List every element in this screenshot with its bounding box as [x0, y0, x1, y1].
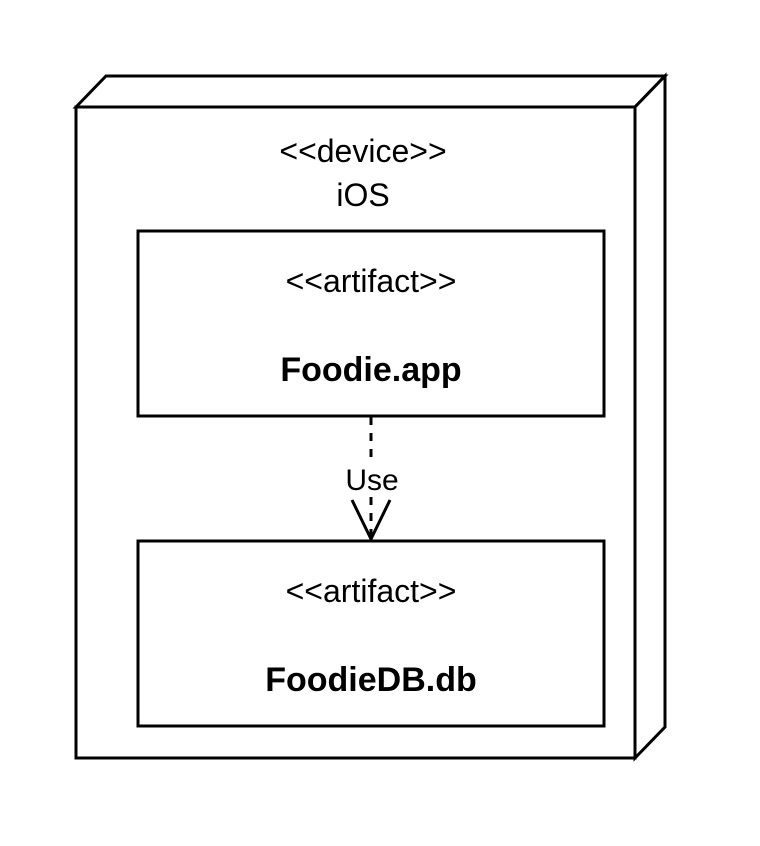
- dependency-label: Use: [345, 464, 398, 497]
- open-arrowhead-icon: [350, 499, 392, 543]
- artifact-foodiedb[interactable]: <<artifact>> FoodieDB.db: [136, 539, 606, 728]
- artifact-name: FoodieDB.db: [265, 661, 477, 699]
- artifact-stereotype: <<artifact>>: [286, 263, 457, 299]
- artifact-name: Foodie.app: [280, 351, 461, 389]
- device-stereotype: <<device>>: [279, 133, 446, 169]
- artifact-stereotype: <<artifact>>: [286, 573, 457, 609]
- device-name: iOS: [336, 177, 389, 213]
- dependency-label-background: [336, 461, 406, 497]
- artifact-foodie-app[interactable]: <<artifact>> Foodie.app: [136, 229, 606, 418]
- dependency-use[interactable]: Use: [336, 417, 406, 543]
- device-node-top-face: [72, 74, 669, 109]
- device-node-side-face: [633, 72, 667, 762]
- artifact-box: [136, 539, 606, 728]
- artifact-box: [136, 229, 606, 418]
